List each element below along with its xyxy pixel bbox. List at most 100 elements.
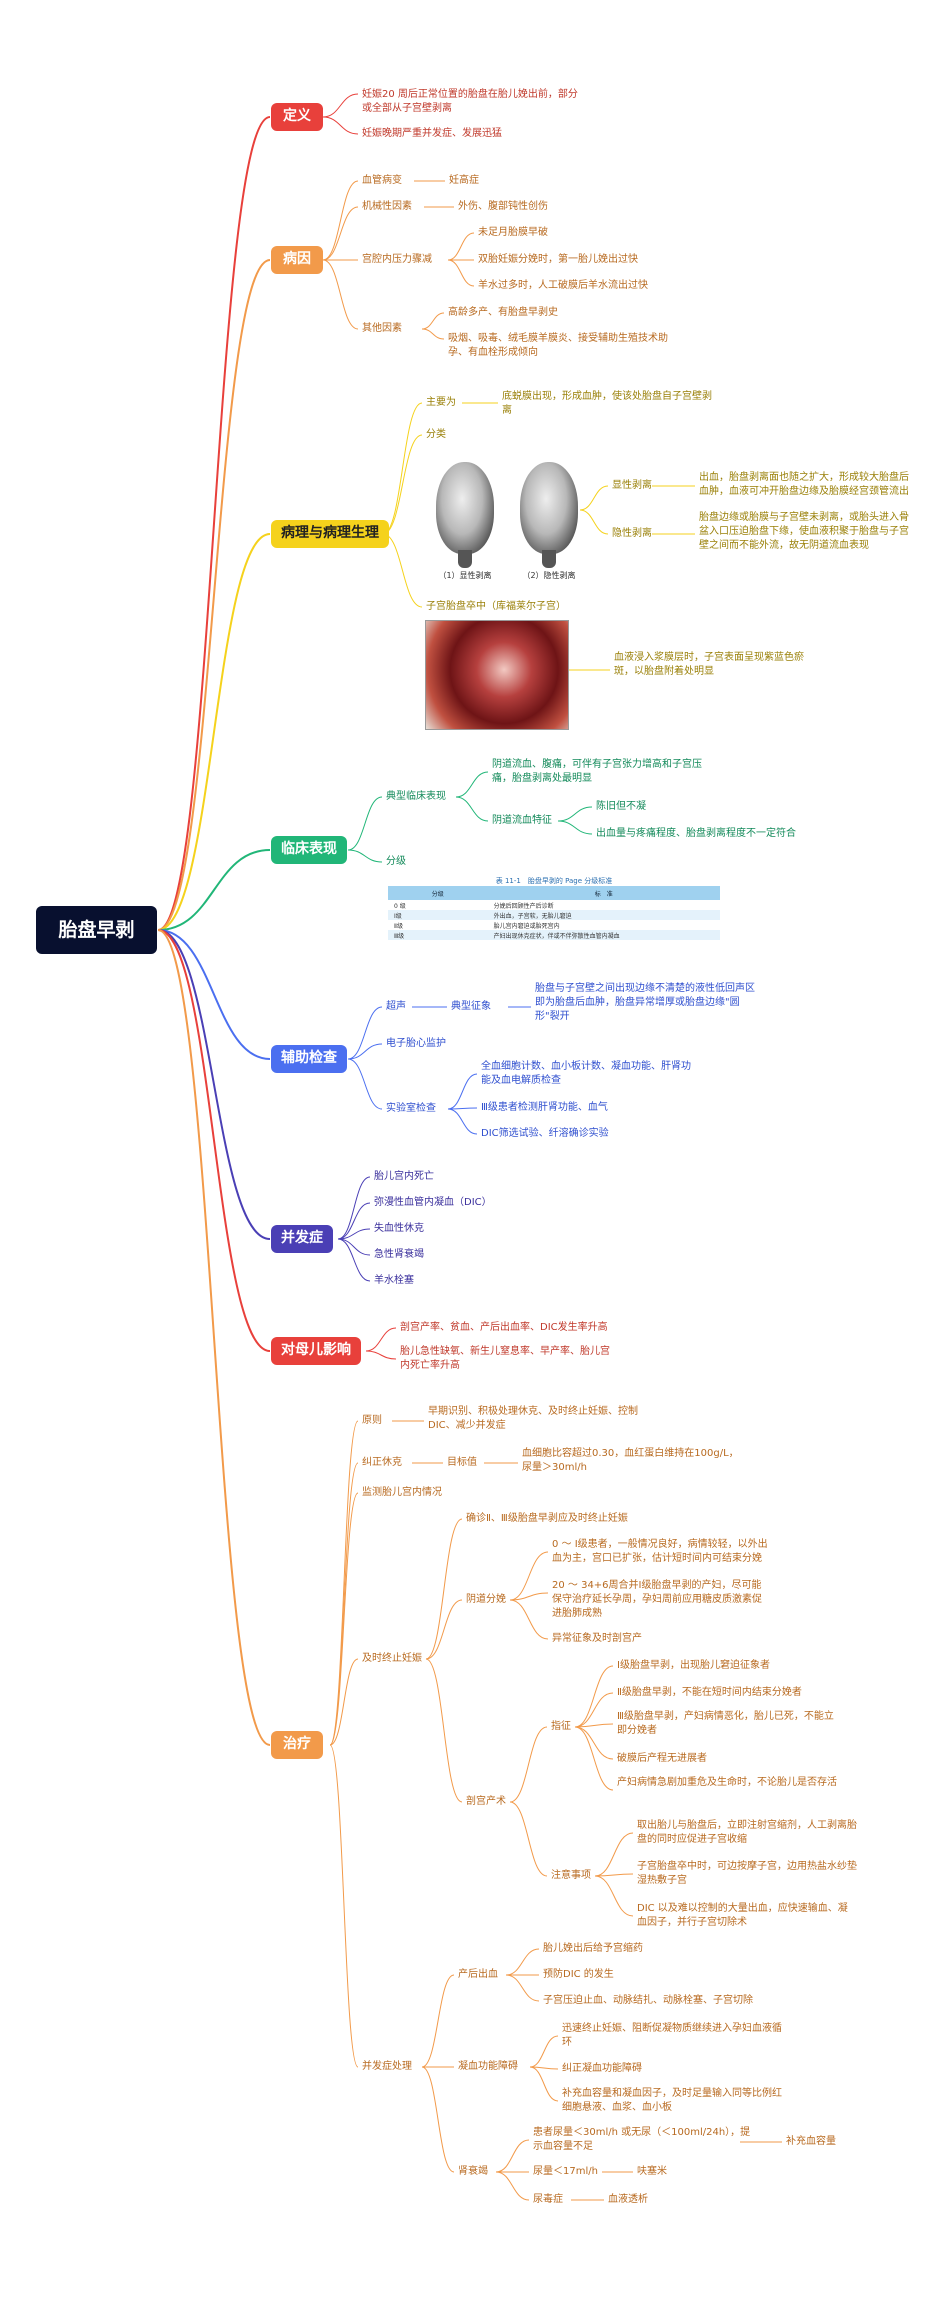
- treat-complication[interactable]: 并发症处理: [362, 2061, 412, 2072]
- cause-press-item[interactable]: 未足月胎膜早破: [478, 227, 548, 238]
- def-item[interactable]: 妊娠晚期严重并发症、发展迅猛: [362, 128, 502, 139]
- treat-termination[interactable]: 及时终止妊娠: [362, 1653, 422, 1664]
- root-topic[interactable]: 胎盘早剥: [36, 906, 157, 954]
- treat-indication-item[interactable]: Ⅲ级胎盘早剥，产妇病情恶化，胎儿已死，不能立即分娩者: [617, 1711, 834, 1736]
- impact-item[interactable]: 剖宫产率、贫血、产后出血率、DIC发生率升高: [400, 1322, 608, 1333]
- section-definition[interactable]: 定义: [271, 103, 323, 131]
- cause-press-item[interactable]: 羊水过多时，人工破膜后羊水流出过快: [478, 280, 648, 291]
- clinic-bleeding-item[interactable]: 陈旧但不凝: [596, 801, 646, 812]
- connector: [322, 206, 359, 261]
- treat-coag[interactable]: 凝血功能障碍: [458, 2061, 518, 2072]
- treat-coag-item[interactable]: 迅速终止妊娠、阻断促凝物质继续进入孕妇血液循环: [562, 2023, 782, 2048]
- patho-revealed-item[interactable]: 出血，胎盘剥离面也随之扩大，形成较大胎盘后血肿，血液可冲开胎盘边缘及胎膜经宫颈管…: [699, 472, 909, 497]
- section-treatment[interactable]: 治疗: [271, 1731, 323, 1759]
- figure-caption: （1）显性剥离: [438, 571, 492, 580]
- treat-cesarean[interactable]: 剖宫产术: [466, 1796, 506, 1807]
- cause-other-item[interactable]: 吸烟、吸毒、绒毛膜羊膜炎、接受辅助生殖技术助孕、有血栓形成倾向: [448, 333, 668, 358]
- treat-pph-item[interactable]: 胎儿娩出后给予宫缩药: [543, 1943, 643, 1954]
- cause-other[interactable]: 其他因素: [362, 323, 402, 334]
- patho-class[interactable]: 分类: [426, 429, 446, 440]
- section-impact[interactable]: 对母儿影响: [271, 1337, 361, 1365]
- treat-vaginal-item[interactable]: 异常征象及时剖宫产: [552, 1633, 642, 1644]
- treat-indication-item[interactable]: Ⅱ级胎盘早剥，不能在短时间内结束分娩者: [617, 1687, 802, 1698]
- connector: [157, 533, 271, 931]
- treat-coag-item[interactable]: 补充血容量和凝血因子，及时足量输入同等比例红细胞悬液、血浆、血小板: [562, 2088, 782, 2113]
- treat-renal-item[interactable]: 患者尿量＜30ml/h 或无尿（＜100ml/24h），提示血容量不足: [533, 2127, 751, 2152]
- aux-ultrasound[interactable]: 超声: [386, 1001, 406, 1012]
- abruption-figure: （1）显性剥离 （2）隐性剥离: [436, 462, 578, 581]
- treat-notes[interactable]: 注意事项: [551, 1870, 591, 1881]
- treat-renal-result[interactable]: 补充血容量: [786, 2136, 836, 2147]
- clinic-grade[interactable]: 分级: [386, 856, 406, 867]
- treat-renal-result[interactable]: 呋塞米: [637, 2166, 667, 2177]
- complication-item[interactable]: 急性肾衰竭: [374, 1249, 424, 1260]
- treat-renal-item[interactable]: 尿毒症: [533, 2194, 563, 2205]
- aux-lab-item[interactable]: 全血细胞计数、血小板计数、凝血功能、肝肾功能及血电解质检查: [481, 1061, 691, 1086]
- cause-other-item[interactable]: 高龄多产、有胎盘早剥史: [448, 307, 558, 318]
- cause-mech[interactable]: 机械性因素: [362, 201, 412, 212]
- clinic-bleeding-item[interactable]: 出血量与疼痛程度、胎盘剥离程度不一定符合: [596, 828, 796, 839]
- treat-indication[interactable]: 指征: [551, 1721, 571, 1732]
- section-cause[interactable]: 病因: [271, 246, 323, 274]
- treat-vaginal-item[interactable]: 20 ～ 34+6周合并Ⅰ级胎盘早剥的产妇，尽可能保守治疗延长孕周，孕妇周前应用…: [552, 1580, 762, 1619]
- treat-pph-item[interactable]: 预防DIC 的发生: [543, 1969, 614, 1980]
- cause-press[interactable]: 宫腔内压力骤减: [362, 254, 432, 265]
- patho-main-item[interactable]: 底蜕膜出现，形成血肿，使该处胎盘自子宫壁剥离: [502, 391, 712, 416]
- cause-press-item[interactable]: 双胎妊娠分娩时，第一胎儿娩出过快: [478, 254, 638, 265]
- aux-lab-item[interactable]: Ⅲ级患者检测肝肾功能、血气: [481, 1102, 608, 1113]
- patho-couvelaire[interactable]: 子宫胎盘卒中（库福莱尔子宫）: [426, 601, 566, 612]
- patho-couvelaire-item[interactable]: 血液浸入浆膜层时，子宫表面呈现紫蓝色瘀斑，以胎盘附着处明显: [614, 652, 804, 677]
- treat-vaginal-item[interactable]: 0 ～ Ⅰ级患者，一般情况良好，病情较轻，以外出血为主，宫口已扩张，估计短时间内…: [552, 1539, 768, 1564]
- patho-concealed[interactable]: 隐性剥离: [612, 528, 652, 539]
- treat-renal[interactable]: 肾衰竭: [458, 2166, 488, 2177]
- aux-lab-item[interactable]: DIC筛选试验、纤溶确诊实验: [481, 1128, 609, 1139]
- connector: [347, 1058, 383, 1110]
- section-clinical[interactable]: 临床表现: [271, 836, 347, 864]
- patho-main[interactable]: 主要为: [426, 397, 456, 408]
- treat-coag-item[interactable]: 纠正凝血功能障碍: [562, 2063, 642, 2074]
- patho-revealed[interactable]: 显性剥离: [612, 480, 652, 491]
- section-pathology[interactable]: 病理与病理生理: [271, 520, 389, 548]
- treat-indication-item[interactable]: 破膜后产程无进展者: [617, 1753, 707, 1764]
- complication-item[interactable]: 胎儿宫内死亡: [374, 1171, 434, 1182]
- aux-fetal-monitoring[interactable]: 电子胎心监护: [386, 1038, 446, 1049]
- treat-shock-goal[interactable]: 目标值: [447, 1457, 477, 1468]
- impact-item[interactable]: 胎儿急性缺氧、新生儿窒息率、早产率、胎儿宫内死亡率升高: [400, 1346, 610, 1371]
- treat-principle[interactable]: 原则: [362, 1415, 382, 1426]
- section-complication[interactable]: 并发症: [271, 1225, 333, 1253]
- treat-principle-item[interactable]: 早期识别、积极处理休克、及时终止妊娠、控制DIC、减少并发症: [428, 1406, 638, 1431]
- patho-concealed-item[interactable]: 胎盘边缘或胎膜与子宫壁未剥离，或胎头进入骨盆入口压迫胎盘下缘，使血液积聚于胎盘与…: [699, 512, 909, 551]
- treat-renal-result[interactable]: 血液透析: [608, 2194, 648, 2205]
- treat-pph[interactable]: 产后出血: [458, 1969, 498, 1980]
- aux-ultrasound-sign[interactable]: 典型征象: [451, 1001, 491, 1012]
- treat-notes-item[interactable]: 子宫胎盘卒中时，可边按摩子宫，边用热盐水纱垫湿热敷子宫: [637, 1861, 857, 1886]
- treat-renal-item[interactable]: 尿量＜17ml/h: [533, 2166, 598, 2177]
- connector: [337, 1228, 371, 1240]
- cause-vessel-item[interactable]: 妊高症: [449, 175, 479, 186]
- def-item[interactable]: 妊娠20 周后正常位置的胎盘在胎儿娩出前，部分或全部从子宫壁剥离: [362, 89, 578, 114]
- section-auxiliary[interactable]: 辅助检查: [271, 1045, 347, 1073]
- aux-ultrasound-item[interactable]: 胎盘与子宫壁之间出现边缘不清楚的液性低回声区即为胎盘后血肿，胎盘异常增厚或胎盘边…: [535, 983, 755, 1022]
- treat-indication-item[interactable]: 产妇病情急剧加重危及生命时，不论胎儿是否存活: [617, 1777, 837, 1788]
- clinic-typical[interactable]: 典型临床表现: [386, 791, 446, 802]
- treat-indication-item[interactable]: Ⅰ级胎盘早剥，出现胎儿窘迫征象者: [617, 1660, 770, 1671]
- clinic-bleeding[interactable]: 阴道流血特征: [492, 815, 552, 826]
- complication-item[interactable]: 失血性休克: [374, 1223, 424, 1234]
- connector: [509, 1551, 549, 1601]
- clinic-typical-item[interactable]: 阴道流血、腹痛，可伴有子宫张力增高和子宫压痛，胎盘剥离处最明显: [492, 759, 702, 784]
- treat-monitor[interactable]: 监测胎儿宫内情况: [362, 1487, 442, 1498]
- complication-item[interactable]: 弥漫性血管内凝血（DIC）: [374, 1197, 492, 1208]
- cause-mech-item[interactable]: 外伤、腹部钝性创伤: [458, 201, 548, 212]
- cause-vessel[interactable]: 血管病变: [362, 175, 402, 186]
- treat-notes-item[interactable]: DIC 以及难以控制的大量出血，应快速输血、凝血因子，并行子宫切除术: [637, 1903, 848, 1928]
- connector: [495, 2171, 530, 2201]
- treat-vaginal[interactable]: 阴道分娩: [466, 1594, 506, 1605]
- connector: [421, 328, 445, 340]
- complication-item[interactable]: 羊水栓塞: [374, 1275, 414, 1286]
- treat-termination-item[interactable]: 确诊Ⅱ、Ⅲ级胎盘早剥应及时终止妊娠: [466, 1513, 628, 1524]
- aux-lab[interactable]: 实验室检查: [386, 1103, 436, 1114]
- treat-shock-item[interactable]: 血细胞比容超过0.30，血红蛋白维持在100g/L，尿量＞30ml/h: [522, 1448, 739, 1473]
- treat-pph-item[interactable]: 子宫压迫止血、动脉结扎、动脉栓塞、子宫切除: [543, 1995, 753, 2006]
- treat-shock[interactable]: 纠正休克: [362, 1457, 402, 1468]
- treat-notes-item[interactable]: 取出胎儿与胎盘后，立即注射宫缩剂，人工剥离胎盘的同时应促进子宫收缩: [637, 1820, 857, 1845]
